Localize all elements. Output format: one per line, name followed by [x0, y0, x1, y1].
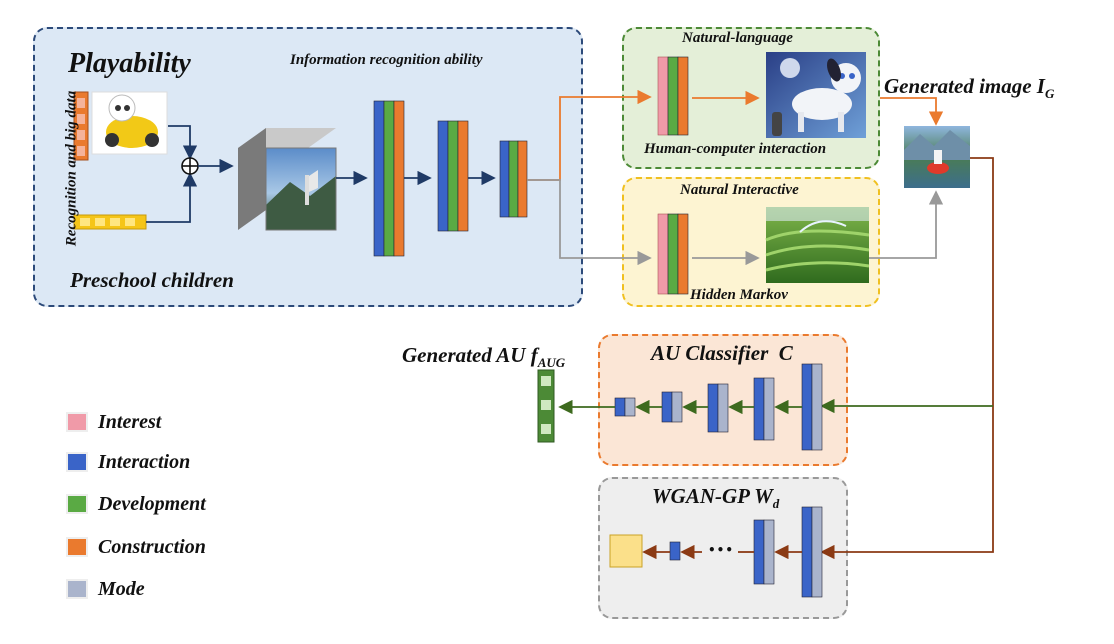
- crop-field-image: [765, 207, 870, 283]
- wgan-title-sub: d: [772, 496, 780, 512]
- legend-item-development: Development: [66, 493, 206, 515]
- encoder-stack-2: [437, 120, 469, 232]
- nl-feature-stack: [657, 56, 689, 136]
- encoder-stack-3: [499, 140, 528, 218]
- legend-swatch: [66, 579, 88, 599]
- legend-item-construction: Construction: [66, 536, 206, 558]
- legend-label: Interest: [98, 410, 162, 433]
- au-classifier-layers: [614, 363, 823, 451]
- playability-title: Playability: [68, 48, 191, 79]
- info-recognition-label: Information recognition ability: [290, 52, 483, 68]
- generated-au-label: Generated AU fAUG: [402, 343, 565, 371]
- legend-label: Development: [98, 492, 206, 515]
- generated-image-sub: G: [1044, 86, 1055, 102]
- toy-robot-image: [91, 91, 168, 155]
- recognition-input-vector: [73, 91, 89, 161]
- image-cube: [238, 128, 337, 231]
- legend-swatch: [66, 537, 88, 557]
- legend-swatch: [66, 494, 88, 514]
- generated-image-thumb: [904, 126, 970, 188]
- legend-swatch: [66, 452, 88, 472]
- generated-au-sub: AUG: [537, 355, 566, 371]
- generated-image-label: Generated image IG: [884, 74, 1054, 102]
- au-classifier-title: AU Classifier C: [651, 341, 793, 365]
- wgan-ellipsis: •••: [708, 543, 735, 557]
- preschool-label: Preschool children: [70, 268, 234, 292]
- wgan-title-text: WGAN-GP W: [652, 484, 773, 508]
- legend-swatch: [66, 412, 88, 432]
- hci-caption: Human-computer interaction: [644, 141, 827, 157]
- natural-interactive-title: Natural Interactive: [680, 182, 799, 198]
- natural-language-title: Natural-language: [682, 30, 793, 46]
- encoder-stack-1: [373, 100, 405, 257]
- robot-dog-image: [766, 52, 866, 138]
- legend-item-interest: Interest: [66, 411, 161, 433]
- generated-au-text: Generated AU f: [402, 343, 538, 367]
- legend-label: Mode: [98, 577, 145, 600]
- legend-label: Interaction: [98, 450, 191, 473]
- ni-feature-stack: [657, 213, 689, 295]
- hidden-markov-caption: Hidden Markov: [690, 287, 788, 303]
- generated-image-text: Generated image I: [884, 74, 1045, 98]
- oplus-icon: [181, 157, 199, 175]
- legend-item-mode: Mode: [66, 578, 145, 600]
- legend-label: Construction: [98, 535, 206, 558]
- generated-au-vector: [537, 369, 555, 443]
- preschool-input-vector: [73, 214, 147, 230]
- recognition-side-label: Recognition and big data: [63, 90, 80, 247]
- legend-item-interaction: Interaction: [66, 451, 190, 473]
- wgan-title: WGAN-GP Wd: [652, 484, 779, 512]
